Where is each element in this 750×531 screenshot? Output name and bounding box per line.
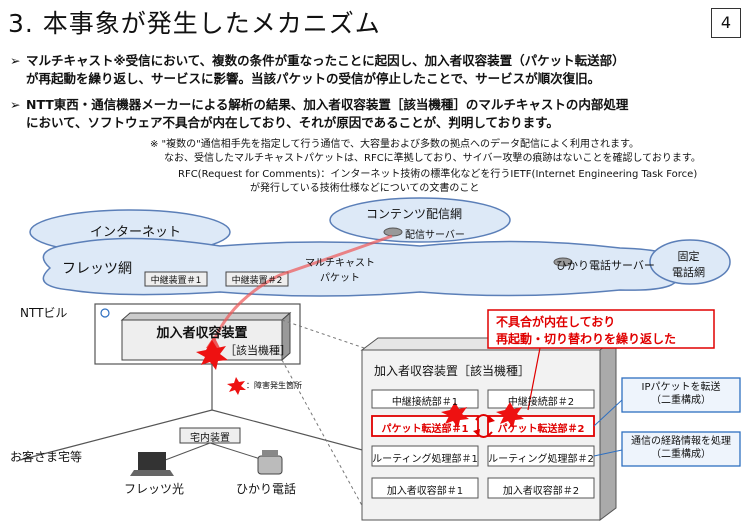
bullet-1-line1: マルチキャスト※受信において、複数の条件が重なったことに起因し、加入者収容装置（…	[26, 53, 625, 68]
callout-line2: 再起動・切り替わりを繰り返した	[496, 332, 677, 346]
fault-legend-star-icon	[227, 377, 246, 395]
fixed-net-label: 固定 電話網	[672, 250, 705, 279]
bullet-2-line1: NTT東西・通信機器メーカーによる解析の結果、加入者収容装置［該当機種］のマルチ…	[26, 97, 629, 112]
callout-line1: 不具合が内在しており	[496, 315, 616, 329]
bullet-2-line2: において、ソフトウェア不具合が内在しており、それが原因であることが、判明しており…	[26, 115, 559, 130]
rfc-note-2: が発行している技術仕様などについての文書のこと	[250, 183, 480, 194]
relay-2-label: 中継装置＃2	[231, 276, 283, 286]
multicast-label: マルチキャスト パケット	[305, 258, 375, 284]
ip-note-box	[621, 377, 741, 413]
subscriber-2-box	[487, 477, 595, 499]
bullet-1-line2: が再起動を繰り返し、サービスに影響。当該パケットの受信が停止したことで、サービス…	[26, 71, 601, 86]
fault-star-icon	[441, 402, 469, 428]
ip-note-label: IPパケットを転送 （二重構成）	[641, 382, 721, 406]
subscriber-device-label: 加入者収容装置	[156, 326, 248, 341]
subscriber-1-box	[371, 477, 479, 499]
customer-home-label: お客さま宅等	[10, 450, 83, 464]
applicable-model-label: ［該当機種］	[225, 344, 291, 357]
dist-server-label: 配信サーバー	[405, 230, 465, 241]
fault-star-icon	[496, 402, 524, 428]
house-roof	[19, 409, 401, 461]
fault-legend-label: ：障害発生箇所	[246, 381, 302, 390]
bullet-marker-icon: ➢	[10, 97, 21, 112]
power-icon	[100, 308, 110, 318]
route-note-box	[621, 431, 741, 467]
server-icon	[553, 257, 573, 267]
footnote-1: ※ "複数の"通信相手先を指定して行う通信で、大容量および多数の拠点へのデータ配…	[150, 139, 640, 150]
subscriber-2-label: 加入者収容部＃2	[502, 486, 580, 497]
home-device-label: 宅内装置	[190, 433, 230, 444]
relay-conn-2-box	[487, 389, 595, 409]
fixed-phone-cloud	[649, 239, 731, 285]
footnote-2: なお、受信したマルチキャストパケットは、RFCに準拠しており、サイバー攻撃の痕跡…	[164, 153, 701, 164]
routing-1-label: ルーティング処理部＃1	[372, 454, 478, 465]
fault-star-icon	[196, 340, 228, 370]
routing-2-label: ルーティング処理部＃2	[488, 454, 594, 465]
relay-conn-1-label: 中継接続部＃1	[391, 397, 459, 408]
bullet-marker-icon: ➢	[10, 53, 21, 68]
packet-fwd-1-label: パケット転送部＃1	[381, 424, 469, 435]
routing-1-box	[371, 445, 479, 467]
bullet-2: ➢ NTT東西・通信機器メーカーによる解析の結果、加入者収容装置［該当機種］のマル…	[10, 96, 740, 132]
internet-label: インターネット	[90, 225, 182, 240]
route-note-label: 通信の経路情報を処理 （二重構成）	[631, 436, 731, 460]
hikari-server-label: ひかり電話サーバー	[556, 259, 655, 272]
relay-1-label: 中継装置＃1	[150, 276, 202, 286]
packet-fwd-2-label: パケット転送部＃2	[497, 424, 585, 435]
relay-device-1-box	[144, 271, 208, 287]
relay-conn-2-label: 中継接続部＃2	[507, 397, 575, 408]
bullet-1: ➢ マルチキャスト※受信において、複数の条件が重なったことに起因し、加入者収容装置…	[10, 52, 740, 88]
hikari-denwa-label: ひかり電話	[236, 482, 297, 496]
flets-hikari-label: フレッツ光	[124, 482, 185, 496]
ntt-building-label: NTTビル	[20, 306, 68, 320]
laptop-icon	[138, 452, 166, 470]
subscriber-1-label: 加入者収容部＃1	[386, 486, 464, 497]
server-icon	[383, 227, 403, 237]
relay-conn-1-box	[371, 389, 479, 409]
page-number: 4	[711, 8, 741, 38]
flets-net-label: フレッツ網	[62, 261, 132, 277]
fault-callout-box	[487, 309, 715, 349]
detail-title: 加入者収容装置［該当機種］	[374, 364, 531, 378]
contents-cloud	[329, 197, 511, 243]
page-title: 3. 本事象が発生したメカニズム	[8, 9, 381, 38]
rfc-note-1: RFC(Request for Comments)：インターネット技術の標準化な…	[178, 169, 698, 180]
contents-net-label: コンテンツ配信網	[366, 207, 463, 221]
multicast-arrow	[210, 234, 393, 346]
phone-icon	[257, 455, 283, 475]
relay-device-2-box	[225, 271, 289, 287]
